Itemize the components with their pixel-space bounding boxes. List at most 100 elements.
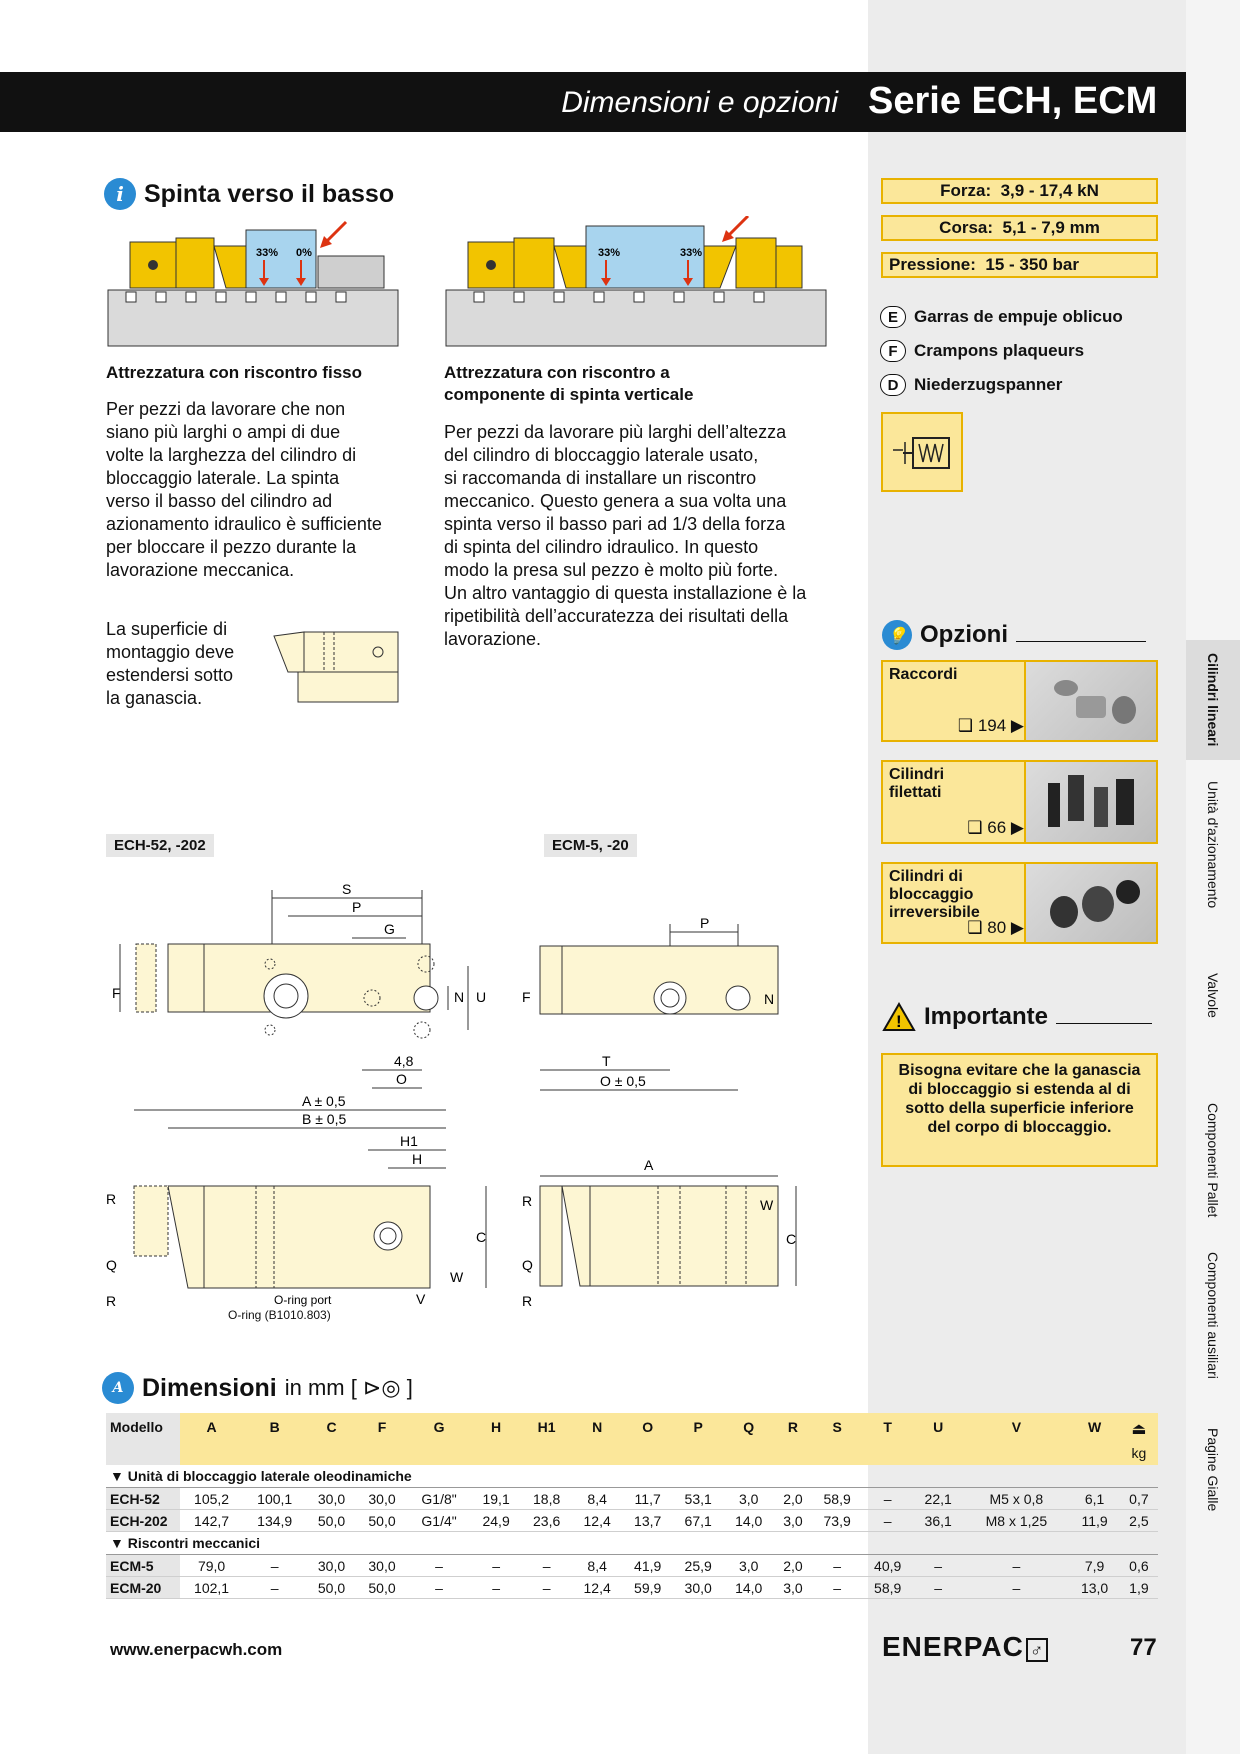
col2-line: ripetibilità dell’accuratezza dei risult…: [444, 606, 789, 626]
column-header: T: [862, 1413, 913, 1465]
section-title-push: i Spinta verso il basso: [104, 178, 394, 210]
tab-label: Cilindri lineari: [1205, 653, 1221, 747]
table-cell: 24,9: [470, 1509, 522, 1532]
table-cell: 102,1: [180, 1576, 244, 1599]
table-cell: 6,1: [1069, 1487, 1120, 1510]
table-cell: –: [862, 1509, 913, 1532]
option-page-ref[interactable]: ❑ 80 ▶: [967, 918, 1024, 937]
pct-label-b: 33%: [680, 247, 702, 259]
note-line: estendersi sotto: [106, 665, 234, 685]
lang-text: Garras de empuje oblicuo: [914, 307, 1123, 326]
footer-brand-logo: ENERPAC♂: [882, 1631, 1049, 1663]
dim-label: S: [342, 881, 351, 897]
oring-port-label: O-ring port: [274, 1293, 332, 1307]
option-label: Raccordi: [889, 666, 958, 683]
projection-icon: ⊳◎: [362, 1375, 401, 1400]
col1-line: verso il basso del cilindro ad: [106, 491, 333, 511]
footer-url[interactable]: www.enerpacwh.com: [110, 1640, 283, 1659]
table-cell: 8,4: [571, 1487, 623, 1510]
column-header: Modello: [106, 1413, 180, 1465]
table-cell: 41,9: [622, 1554, 673, 1577]
table-header-row: Modello A B C F G H H1 N O P Q R S T U V…: [106, 1413, 1158, 1465]
table-cell: 36,1: [912, 1509, 964, 1532]
oring-label: O-ring (B1010.803): [228, 1308, 331, 1322]
table-cell: –: [470, 1554, 522, 1577]
table-cell: 3,0: [723, 1554, 774, 1577]
important-title-text: Importante: [924, 1003, 1049, 1030]
tab-componenti-ausiliari[interactable]: Componenti ausiliari: [1186, 1250, 1240, 1380]
locking-cylinders-image: [1024, 864, 1156, 942]
svg-text:!: !: [896, 1012, 902, 1031]
dim-label: C: [476, 1229, 486, 1245]
note-line: La superficie di: [106, 619, 228, 639]
dim-label: 4,8: [394, 1053, 414, 1069]
header-bar: [0, 72, 1186, 132]
unit-text-end: ]: [400, 1375, 413, 1400]
option-page-number: 66: [987, 818, 1007, 837]
measure-icon: A: [102, 1372, 134, 1404]
dimensions-unit: in mm [ ⊳◎ ]: [285, 1375, 413, 1401]
column-header: B: [243, 1413, 307, 1465]
lang-badge: E: [880, 306, 906, 328]
column-header: H: [470, 1413, 522, 1465]
option-page-ref[interactable]: ❑ 66 ▶: [967, 818, 1024, 837]
important-note: Bisogna evitare che la ganascia di blocc…: [881, 1053, 1158, 1167]
column-header: U: [912, 1413, 964, 1465]
option-label: Cilindri di bloccaggio irreversibile: [889, 868, 980, 921]
option-page-ref[interactable]: ❑ 194 ▶: [957, 716, 1024, 735]
option-cilindri-irreversibile[interactable]: Cilindri di bloccaggio irreversibile ❑ 8…: [881, 862, 1158, 944]
option-label: Cilindri filettati: [889, 766, 945, 801]
table-cell: 50,0: [306, 1576, 357, 1599]
tab-componenti-pallet[interactable]: Componenti Pallet: [1186, 1100, 1240, 1220]
header-title: Serie ECH, ECM: [868, 80, 1158, 122]
dim-label: N: [764, 991, 774, 1007]
table-cell: –: [470, 1576, 522, 1599]
threaded-cylinders-image: [1024, 762, 1156, 842]
table-cell: –: [243, 1576, 307, 1599]
option-raccordi[interactable]: Raccordi ❑ 194 ▶: [881, 660, 1158, 742]
table-cell: 40,9: [862, 1554, 913, 1577]
table-cell: 18,8: [521, 1487, 572, 1510]
unit-text: in mm [: [284, 1375, 363, 1400]
dim-label: W: [760, 1197, 774, 1213]
col1-line: volte la larghezza del cilindro di: [106, 445, 357, 465]
table-cell: 13,7: [622, 1509, 673, 1532]
dim-label: R: [522, 1193, 532, 1209]
table-cell: –: [811, 1576, 863, 1599]
option-cilindri-filettati[interactable]: Cilindri filettati ❑ 66 ▶: [881, 760, 1158, 844]
col1-line: per bloccare il pezzo durante la: [106, 537, 357, 557]
col2-line: si raccomanda di installare un riscontro: [444, 468, 757, 488]
ecm-technical-drawing: P F N T O ± 0,5 A W C R Q R: [522, 915, 797, 1309]
table-cell: –: [243, 1554, 307, 1577]
tab-pagine-gialle[interactable]: Pagine Gialle: [1186, 1400, 1240, 1540]
lang-row-es: E Garras de empuje oblicuo: [880, 306, 1123, 328]
table-cell: 0,7: [1119, 1487, 1158, 1510]
tab-label: Pagine Gialle: [1205, 1428, 1221, 1512]
column-header: V: [963, 1413, 1070, 1465]
lang-row-fr: F Crampons plaqueurs: [880, 340, 1084, 362]
table-cell: 142,7: [180, 1509, 244, 1532]
lang-row-de: D Niederzugspanner: [880, 374, 1062, 396]
table-cell: 100,1: [243, 1487, 307, 1510]
table-cell: 0,6: [1119, 1554, 1158, 1577]
section-title-text: Spinta verso il basso: [144, 179, 395, 208]
col2-heading-line: componente di spinta verticale: [444, 385, 694, 404]
tab-unita-azionamento[interactable]: Unità d'azionamento: [1186, 780, 1240, 910]
column-header: S: [811, 1413, 863, 1465]
lang-text: Niederzugspanner: [914, 375, 1063, 394]
important-title: ! Importante: [882, 1002, 1153, 1032]
table-cell: 7,9: [1069, 1554, 1120, 1577]
tab-valvole[interactable]: Valvole: [1186, 940, 1240, 1050]
col2-line: meccanico. Questo genera a sua volta una: [444, 491, 787, 511]
tab-cilindri-lineari[interactable]: Cilindri lineari: [1186, 640, 1240, 760]
dim-label: P: [352, 899, 361, 915]
lang-text: Crampons plaqueurs: [914, 341, 1085, 360]
column-header: P: [672, 1413, 724, 1465]
push-diagram-vertical: 33% 33%: [445, 216, 827, 347]
table-cell: 2,5: [1119, 1509, 1158, 1532]
lang-badge: F: [880, 340, 906, 362]
dim-label: B ± 0,5: [302, 1111, 346, 1127]
col2-heading: Attrezzatura con riscontro a componente …: [444, 362, 693, 406]
column-header: Q: [723, 1413, 774, 1465]
col2-line: spinta verso il basso pari ad 1/3 della …: [444, 514, 786, 534]
